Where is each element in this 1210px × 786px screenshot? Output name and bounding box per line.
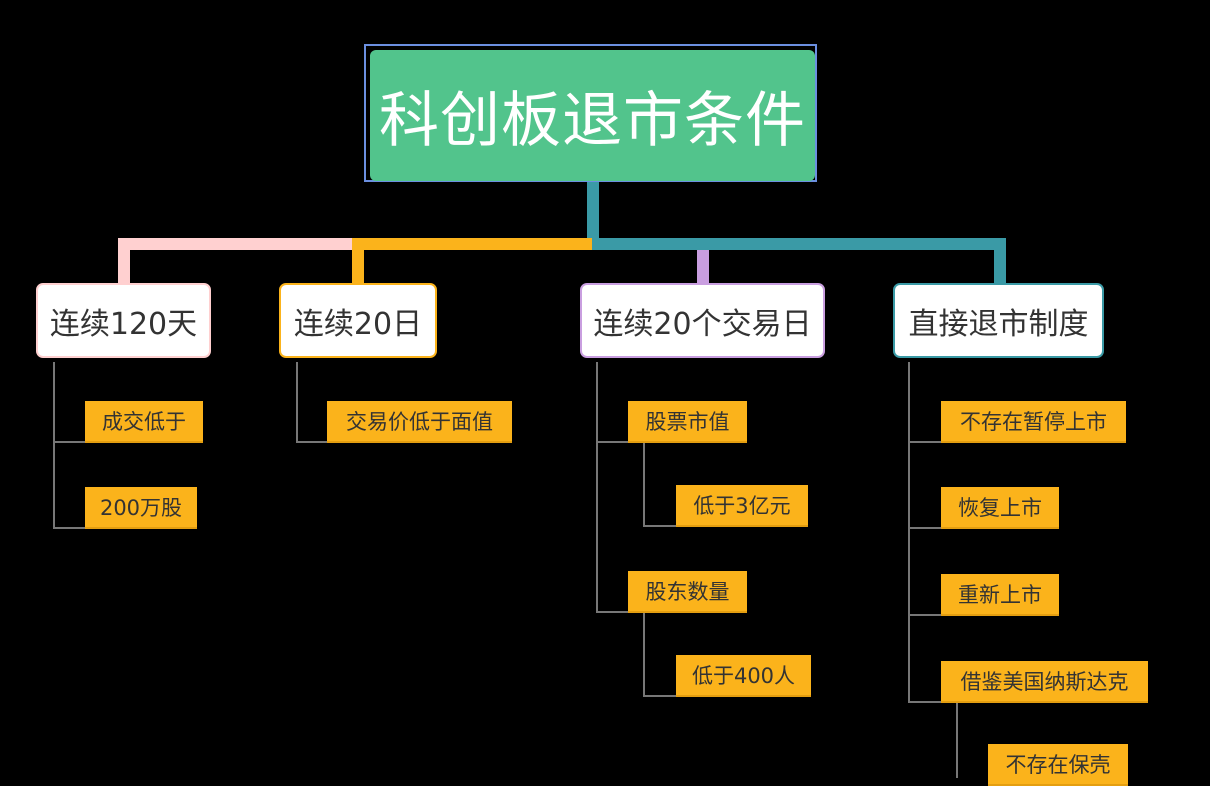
leaf-node[interactable]: 交易价低于面值	[327, 401, 512, 443]
connector-branch1-v	[118, 238, 130, 284]
connector-branch4-h	[592, 238, 1006, 250]
leaf-node[interactable]: 股东数量	[628, 571, 747, 613]
leaf-node[interactable]: 低于3亿元	[676, 485, 808, 527]
tree-line	[53, 441, 85, 443]
branch-node-3[interactable]: 连续20个交易日	[580, 283, 825, 358]
tree-line	[296, 441, 327, 443]
leaf-node[interactable]: 股票市值	[628, 401, 747, 443]
leaf-node[interactable]: 恢复上市	[941, 487, 1059, 529]
tree-line	[643, 695, 676, 697]
connector-branch4-v	[994, 238, 1006, 284]
leaf-node[interactable]: 200万股	[85, 487, 197, 529]
tree-line	[643, 613, 645, 697]
tree-line	[596, 611, 628, 613]
tree-line	[643, 443, 645, 527]
leaf-node[interactable]: 成交低于	[85, 401, 203, 443]
tree-line	[908, 362, 910, 703]
tree-line	[596, 362, 598, 613]
tree-line	[596, 441, 628, 443]
tree-line	[53, 527, 85, 529]
tree-line	[908, 441, 941, 443]
connector-root-stem	[587, 182, 599, 244]
leaf-node[interactable]: 不存在暂停上市	[941, 401, 1126, 443]
connector-branch2-h	[352, 238, 592, 250]
branch-node-2[interactable]: 连续20日	[279, 283, 437, 358]
root-node[interactable]: 科创板退市条件	[370, 50, 815, 181]
tree-line	[643, 525, 676, 527]
branch-node-1[interactable]: 连续120天	[36, 283, 211, 358]
connector-branch1-h	[118, 238, 358, 250]
branch-node-4[interactable]: 直接退市制度	[893, 283, 1104, 358]
connector-branch2-v	[352, 238, 364, 284]
tree-line	[908, 527, 941, 529]
tree-line	[908, 701, 941, 703]
connector-branch3-v	[697, 250, 709, 284]
tree-line	[908, 614, 941, 616]
tree-line	[296, 362, 298, 443]
tree-line	[956, 703, 958, 778]
leaf-node[interactable]: 不存在保壳	[988, 744, 1128, 786]
leaf-node[interactable]: 重新上市	[941, 574, 1059, 616]
leaf-node[interactable]: 借鉴美国纳斯达克	[941, 661, 1148, 703]
tree-line	[53, 362, 55, 529]
leaf-node[interactable]: 低于400人	[676, 655, 811, 697]
